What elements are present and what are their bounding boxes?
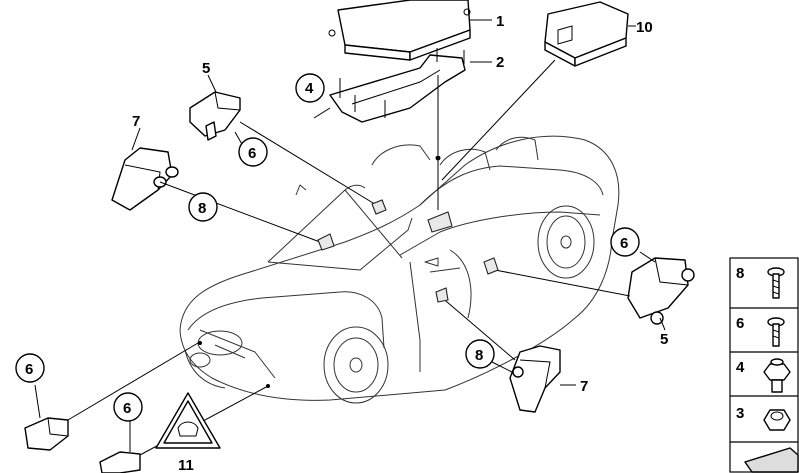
callout-6-bottom-center-circle	[113, 392, 143, 422]
callout-7-left: 7	[132, 113, 140, 130]
callout-10: 10	[636, 19, 653, 36]
callout-8-right: 8	[475, 347, 483, 364]
callout-4-circle	[295, 73, 325, 103]
car-illustration	[179, 135, 620, 404]
part-10-sensor-module	[441, 1, 636, 181]
part-11-warning-label	[155, 392, 221, 449]
callout-11: 11	[178, 457, 194, 473]
callout-6-bottom-left-circle	[15, 353, 45, 383]
callout-8-right-circle	[465, 339, 495, 369]
part-6-front-sensor-left	[24, 342, 199, 451]
legend-label-8: 8	[736, 265, 744, 282]
callout-5-right: 5	[660, 331, 668, 348]
callout-6-bottom-center: 6	[123, 400, 131, 417]
callout-6-upper: 6	[248, 145, 256, 162]
callout-2: 2	[496, 54, 504, 71]
stud-bolt-icon	[763, 358, 791, 393]
callout-1: 1	[496, 13, 504, 30]
legend-label-6: 6	[736, 315, 744, 332]
callout-7-right: 7	[580, 378, 588, 395]
part-7-sensor-lower-right	[439, 295, 576, 413]
part-7-sensor-left	[111, 127, 321, 243]
clip-icon	[744, 447, 799, 473]
legend-label-3: 3	[736, 405, 744, 422]
callout-labels: 1 2 4 5 6 7 8 10 6 5 8 7 6 6 11	[15, 13, 668, 473]
screw-icon	[767, 317, 785, 347]
car-sensor-markers	[198, 199, 499, 388]
fastener-legend: 8 6 4 3	[729, 257, 799, 473]
screw-icon	[767, 267, 785, 299]
part-5-sensor-upper-left	[189, 74, 379, 207]
legend-label-4: 4	[736, 359, 745, 376]
callout-6-right-circle	[610, 227, 640, 257]
part-1-control-unit	[328, 0, 492, 61]
callout-8-left-circle	[188, 192, 218, 222]
part-5-sensor-right	[494, 251, 695, 331]
part-2-mounting-bracket	[313, 48, 492, 210]
callout-5-upper: 5	[202, 60, 210, 77]
callout-8-left: 8	[198, 200, 206, 217]
callout-6-upper-circle	[238, 137, 268, 167]
callout-6-bottom-left: 6	[25, 361, 33, 378]
callout-4: 4	[305, 80, 314, 97]
callout-6-right: 6	[620, 235, 628, 252]
nut-icon	[763, 409, 791, 431]
